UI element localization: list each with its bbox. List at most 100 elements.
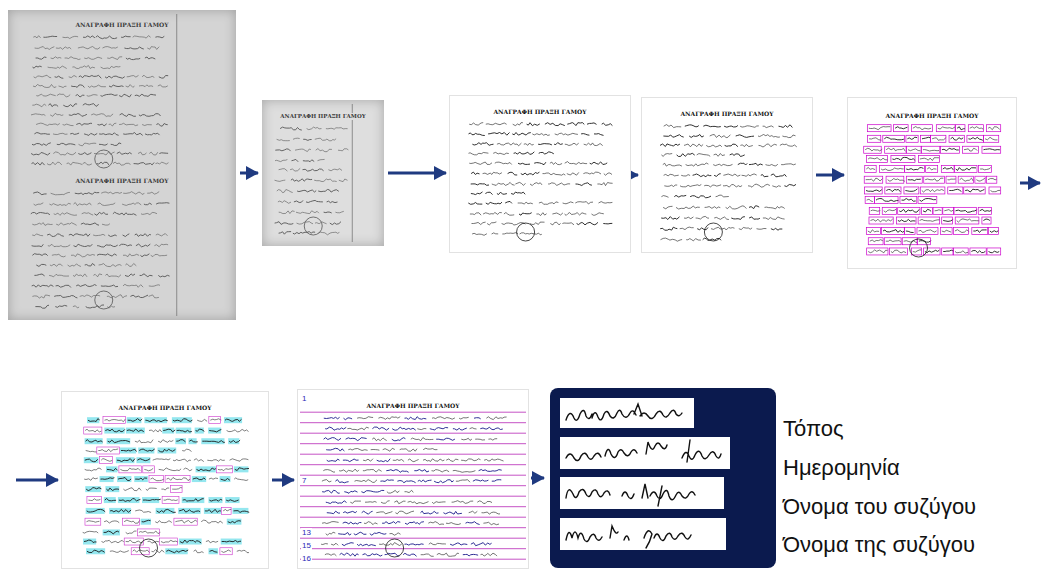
document-image: ΑΝΑΓΡΑΦΗ ΠΡΑΞΗ ΓΑΜΟΥ <box>848 98 1016 268</box>
text-stroke <box>135 94 156 96</box>
text-stroke <box>405 544 424 545</box>
text-stroke <box>306 200 323 202</box>
text-stroke <box>429 543 446 545</box>
text-stroke <box>193 478 206 480</box>
text-stroke <box>275 222 294 225</box>
text-stroke <box>154 244 168 247</box>
text-stroke <box>354 532 367 535</box>
text-stroke <box>134 163 155 165</box>
word-box <box>921 135 931 142</box>
word-box <box>875 197 899 204</box>
text-stroke <box>149 430 162 432</box>
text-stroke <box>472 233 487 235</box>
text-stroke <box>938 127 955 129</box>
word-box <box>918 217 940 224</box>
text-stroke <box>520 233 542 235</box>
text-stroke <box>343 522 362 524</box>
text-stroke <box>327 201 338 203</box>
text-stroke <box>357 417 373 419</box>
word-box <box>940 228 952 235</box>
word-box <box>896 217 916 224</box>
text-stroke <box>105 274 121 277</box>
text-stroke <box>177 430 192 432</box>
text-stroke <box>138 152 147 155</box>
text-stroke <box>400 449 417 452</box>
text-stroke <box>279 211 295 214</box>
text-stroke <box>275 160 287 162</box>
text-stroke <box>293 232 315 234</box>
text-stroke <box>120 114 136 117</box>
text-stroke <box>229 440 240 443</box>
text-stroke <box>664 125 682 128</box>
text-stroke <box>723 185 742 188</box>
text-stroke <box>681 175 690 176</box>
text-stroke <box>377 459 391 462</box>
text-stroke <box>527 123 540 126</box>
text-stroke <box>763 126 774 128</box>
text-stroke <box>453 428 467 430</box>
text-stroke <box>108 440 130 443</box>
text-stroke <box>968 137 982 140</box>
word-box <box>968 125 983 132</box>
text-stroke <box>446 523 461 525</box>
document-image: ΑΝΑΓΡΑΦΗ ΠΡΑΞΗ ΓΑΜΟΥ <box>642 98 812 252</box>
text-stroke <box>346 438 367 441</box>
text-stroke <box>133 36 151 39</box>
text-stroke <box>984 149 1000 150</box>
text-stroke <box>663 163 682 166</box>
text-stroke <box>67 162 83 165</box>
text-stroke <box>725 144 738 147</box>
word-box <box>970 248 986 255</box>
text-stroke <box>70 133 79 134</box>
text-stroke <box>724 126 738 128</box>
text-stroke <box>342 543 354 546</box>
text-stroke <box>303 169 324 171</box>
text-stroke <box>101 192 122 194</box>
crop-strip <box>560 477 724 509</box>
text-stroke <box>461 459 480 461</box>
word-highlight <box>84 457 99 463</box>
text-stroke <box>716 195 729 197</box>
text-stroke <box>771 228 782 230</box>
text-stroke <box>119 244 132 246</box>
text-stroke <box>84 478 98 481</box>
word-box <box>165 476 190 483</box>
word-box <box>867 125 891 132</box>
text-stroke <box>772 186 781 187</box>
text-stroke <box>514 152 535 155</box>
text-stroke <box>103 47 118 49</box>
field-label: Όνομα του συζύγου <box>782 494 977 519</box>
text-stroke <box>443 511 462 514</box>
text-stroke <box>149 295 159 298</box>
text-stroke <box>661 154 672 157</box>
text-stroke <box>338 533 351 536</box>
text-stroke <box>48 104 58 107</box>
text-stroke <box>106 488 119 491</box>
text-stroke <box>328 169 342 171</box>
text-stroke <box>184 468 193 471</box>
word-highlight <box>221 539 242 545</box>
text-stroke <box>292 159 299 161</box>
word-highlight <box>158 447 177 453</box>
text-stroke <box>742 174 757 176</box>
text-stroke <box>36 94 55 96</box>
text-stroke <box>459 417 469 419</box>
text-stroke <box>563 202 574 204</box>
word-box <box>883 135 905 142</box>
text-stroke <box>955 251 968 253</box>
text-stroke <box>550 222 560 225</box>
text-stroke <box>139 114 161 117</box>
word-highlight <box>175 438 186 444</box>
text-stroke <box>79 75 102 78</box>
text-stroke <box>472 222 486 224</box>
text-stroke <box>567 123 584 126</box>
text-stroke <box>101 66 121 68</box>
word-box <box>119 466 141 473</box>
text-stroke <box>428 522 444 525</box>
text-stroke <box>990 231 999 233</box>
text-stroke <box>955 230 969 233</box>
word-box <box>948 187 963 194</box>
word-box <box>972 228 988 235</box>
text-stroke <box>189 440 197 442</box>
text-stroke <box>290 168 300 171</box>
